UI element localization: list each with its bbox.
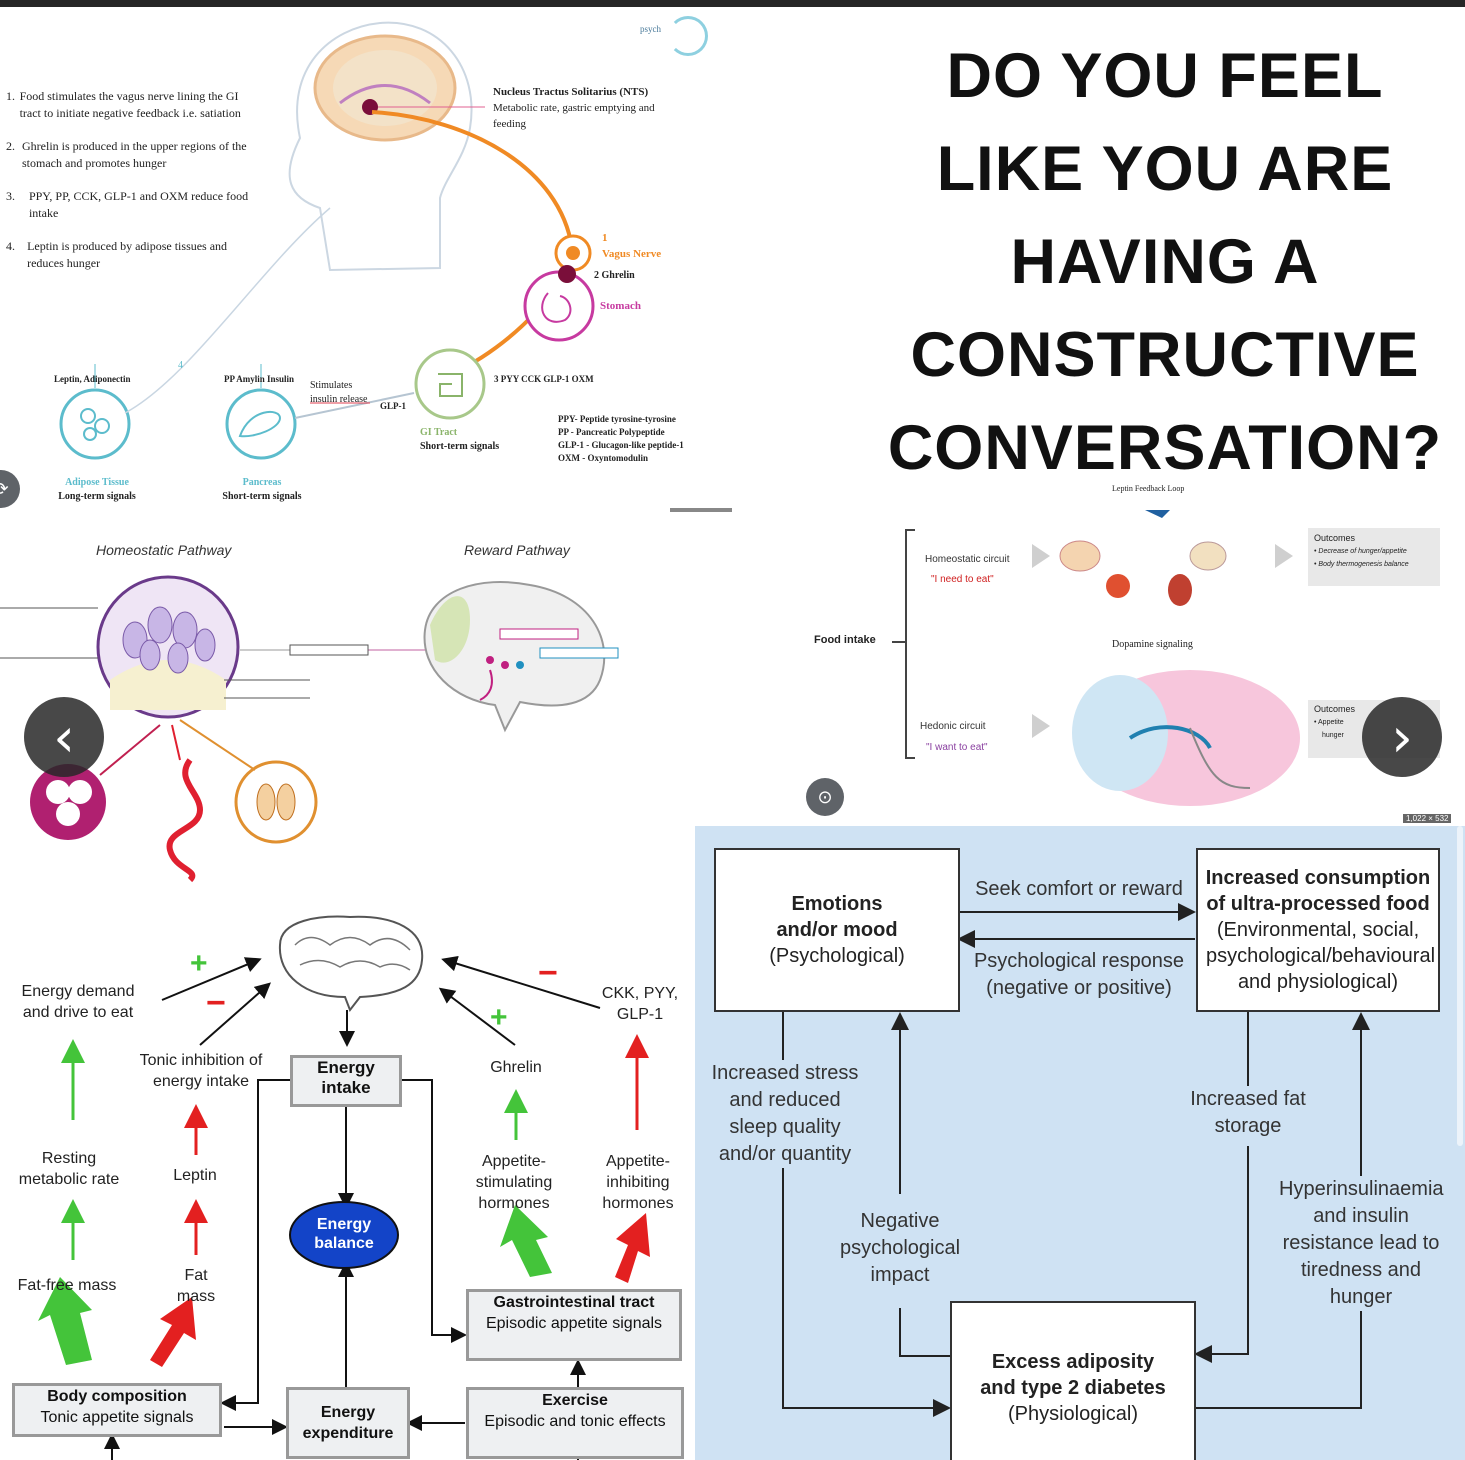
reward-title: Reward Pathway (464, 542, 570, 558)
leptin-label: Leptin, Adiponectin (54, 374, 131, 384)
plus-sign: + (190, 947, 208, 980)
headline-line: HAVING A (1010, 227, 1320, 297)
list-item: Ghrelin is produced in the upper regions… (22, 139, 247, 170)
leptin-loop-label: Leptin Feedback Loop (1112, 484, 1185, 493)
minus-sign: − (206, 984, 226, 1022)
energy-expenditure-box: Energy expenditure (286, 1387, 410, 1459)
outcomes-box: Outcomes • Decrease of hunger/appetite •… (1314, 533, 1409, 568)
emotions-box: Emotions and/or mood (Psychological) (714, 848, 960, 1012)
glp1-label: GLP-1 (380, 401, 406, 411)
want-label: "I want to eat" (926, 742, 988, 753)
headline-line: LIKE YOU ARE (936, 134, 1394, 204)
psych-logo: psych (640, 24, 661, 34)
gut-brain-tile[interactable]: psych 1.Food stimulates the vagus nerve … (0, 8, 735, 513)
ghrelin-label: 2 Ghrelin (594, 270, 635, 281)
increased-consumption-box: Increased consumption of ultra-processed… (1196, 848, 1440, 1012)
dopamine-label: Dopamine signaling (1112, 639, 1193, 650)
food-intake-label: Food intake (814, 634, 876, 646)
headline: DO YOU FEEL LIKE YOU ARE HAVING A CONSTR… (870, 30, 1460, 495)
fat-free-mass-label: Fat-free mass (17, 1277, 117, 1294)
list-item: Food stimulates the vagus nerve lining t… (19, 89, 241, 120)
appetite-stimulating-label: Appetite-stimulating hormones (475, 1153, 553, 1212)
headline-line: DO YOU FEEL (946, 41, 1384, 111)
list-item: Leptin is produced by adipose tissues an… (27, 239, 228, 270)
pathway-diagram (0, 575, 619, 883)
vagus-num: 1 (602, 232, 608, 244)
plus-sign: + (490, 1001, 508, 1034)
top-bar (0, 0, 1465, 7)
numbered-list: 1.Food stimulates the vagus nerve lining… (6, 88, 251, 272)
fat-storage-label: Increased fat storage (1183, 1086, 1313, 1140)
food-intake-diagram (892, 510, 1440, 806)
fat-mass-label: Fat mass (176, 1267, 216, 1305)
stress-label: Increased stress and reduced sleep quali… (705, 1060, 865, 1168)
next-button[interactable]: › (1362, 697, 1442, 777)
pathway-tile[interactable]: Homeostatic Pathway Reward Pathway (0, 530, 620, 892)
vagus-label: Vagus Nerve (602, 248, 662, 260)
negative-impact-label: Negative psychological impact (835, 1208, 965, 1289)
prev-button[interactable]: ‹ (24, 697, 104, 777)
homeostatic-title: Homeostatic Pathway (96, 542, 232, 558)
scrollbar[interactable] (1457, 826, 1463, 1146)
leptin-label: Leptin (173, 1167, 217, 1184)
headline-line: CONVERSATION? (887, 413, 1443, 483)
logo-swirl-icon (668, 16, 708, 56)
energy-demand-label: Energy demand and drive to eat (21, 983, 135, 1021)
homeostatic-circuit-label: Homeostatic circuit (925, 554, 1010, 565)
size-badge: 1,022 × 532 (1403, 814, 1452, 823)
list-item: PPY, PP, CCK, GLP-1 and OXM reduce food … (28, 189, 249, 220)
hyperinsulinaemia-label: Hyperinsulinaemia and insulin resistance… (1279, 1176, 1444, 1311)
psych-response-label: Psychological response (negative or posi… (973, 950, 1185, 999)
stimulates-label: Stimulates insulin release (310, 380, 368, 405)
pp-label: PP Amylin Insulin (224, 374, 295, 384)
hedonic-circuit-label: Hedonic circuit (920, 721, 986, 732)
energy-balance-label: Energy balance (314, 1216, 374, 1252)
energy-intake-box: Energy intake (290, 1055, 402, 1107)
lens-icon[interactable]: ⟳ (0, 470, 20, 508)
resting-label: Resting metabolic rate (18, 1150, 120, 1188)
nts-label: Nucleus Tractus Solitarius (NTS) Metabol… (493, 86, 655, 130)
gut-brain-diagram (59, 21, 732, 512)
stomach-label: Stomach (600, 300, 641, 312)
food-intake-tile[interactable]: Leptin Feedback Loop Homeostatic circuit… (800, 478, 1465, 823)
energy-balance-tile[interactable]: + − − + Energy demand and drive to eat T… (0, 905, 690, 1460)
energy-balance-diagram (38, 915, 650, 1460)
minus-sign: − (538, 954, 558, 992)
seek-comfort-label: Seek comfort or reward (975, 878, 1183, 900)
num4-label: 4 (178, 360, 183, 371)
outcomes-box: Outcomes • Appetite hunger (1314, 704, 1356, 739)
appetite-inhibiting-label: Appetite-inhibiting hormones (602, 1153, 674, 1212)
lens-icon[interactable]: ⊙ (806, 778, 844, 816)
ckk-label: CKK, PYY, GLP-1 (601, 985, 679, 1023)
excess-adiposity-box: Excess adiposity and type 2 diabetes (Ph… (950, 1301, 1196, 1460)
ghrelin-label: Ghrelin (490, 1059, 542, 1076)
cycle-tile[interactable]: Emotions and/or mood (Psychological) See… (695, 826, 1465, 1460)
headline-line: CONSTRUCTIVE (910, 320, 1420, 390)
tonic-inhibition-label: Tonic inhibition of energy intake (139, 1052, 263, 1090)
pyy-label: 3 PYY CCK GLP-1 OXM (494, 374, 594, 384)
need-label: "I need to eat" (931, 574, 994, 585)
